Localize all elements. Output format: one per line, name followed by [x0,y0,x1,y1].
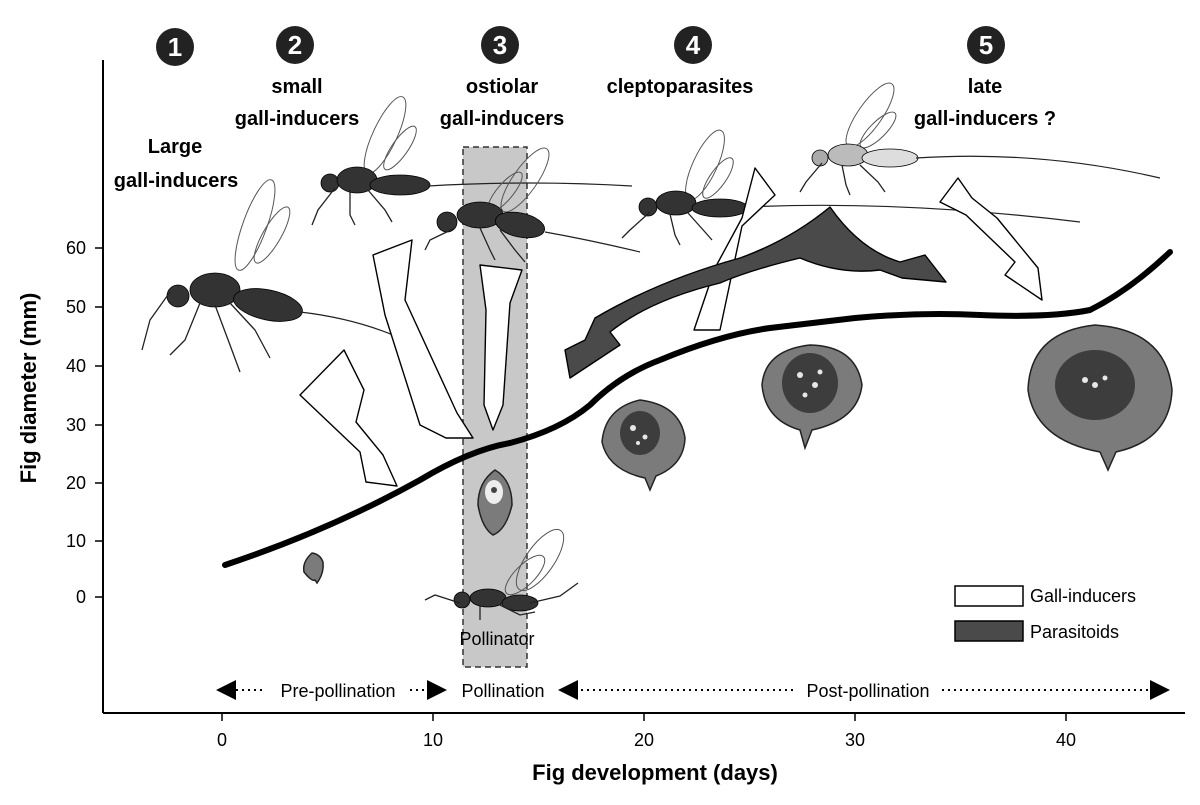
pollinator-wasp-icon [424,528,579,620]
svg-text:1: 1 [168,32,182,62]
fig-cross-section-5-icon [1027,324,1173,472]
pollination-label: Pollination [461,681,544,701]
y-tick-40: 40 [66,356,86,376]
fig-growth-curve [222,249,1173,568]
stage-1-label-line-1: Large [148,136,202,158]
gall-inducer-arrow-3-icon [479,264,523,431]
post-pollination-arrow [558,680,1170,700]
fig-cross-section-4-icon [761,344,863,451]
stage-2-label-line-1: small [271,76,322,98]
ostiolar-gall-inducer-wasp-icon [424,147,641,263]
x-axis-ticks: 0 10 20 30 40 [217,713,1076,750]
gall-inducer-arrow-1-icon [299,349,398,487]
stage-2-number: 2 [276,26,314,64]
stage-5-label-line-1: late [968,76,1002,98]
stage-3-number: 3 [481,26,519,64]
parasitoid-arrow-icon [564,206,947,379]
legend-parasitoids-swatch [954,620,1024,642]
y-tick-20: 20 [66,473,86,493]
pre-pollination-label: Pre-pollination [280,681,395,701]
post-pollination-label: Post-pollination [806,681,929,701]
stage-5-number: 5 [967,26,1005,64]
x-tick-40: 40 [1056,730,1076,750]
y-tick-60: 60 [66,238,86,258]
y-tick-0: 0 [76,587,86,607]
x-tick-30: 30 [845,730,865,750]
legend-parasitoids-label: Parasitoids [1030,622,1119,642]
x-axis-title: Fig development (days) [532,760,778,785]
stage-1-label-line-2: gall-inducers [114,170,238,192]
pre-pollination-arrow [216,680,447,700]
svg-text:3: 3 [493,30,507,60]
svg-text:5: 5 [979,30,993,60]
gall-inducer-arrow-2-icon [372,239,474,439]
small-gall-inducer-wasp-icon [311,96,633,226]
stage-4-number: 4 [674,26,712,64]
y-tick-30: 30 [66,415,86,435]
gall-inducer-arrow-4-icon [693,167,776,331]
late-gall-inducer-wasp-icon [799,82,1161,196]
pollinator-label: Pollinator [459,629,534,649]
fig-cross-section-1-icon [302,552,324,585]
stage-3-label-line-1: ostiolar [466,76,538,98]
gall-inducer-arrow-5-icon [939,177,1043,301]
x-tick-10: 10 [423,730,443,750]
legend-gall-inducers-label: Gall-inducers [1030,586,1136,606]
y-tick-10: 10 [66,531,86,551]
cleptoparasite-wasp-icon [621,129,1081,246]
stage-4-label: cleptoparasites [607,76,754,98]
stage-3-label-line-2: gall-inducers [440,108,564,130]
svg-text:4: 4 [686,30,701,60]
x-tick-0: 0 [217,730,227,750]
stage-5-label-line-2: gall-inducers ? [914,108,1056,130]
y-axis-title: Fig diameter (mm) [16,293,41,484]
y-tick-50: 50 [66,297,86,317]
stage-1-number: 1 [156,28,194,66]
x-tick-20: 20 [634,730,654,750]
fig-cross-section-3-icon [601,399,686,492]
fig-cross-section-2-icon [477,469,513,536]
legend-gall-inducers-swatch [954,585,1024,607]
svg-text:2: 2 [288,30,302,60]
legend: Gall-inducers Parasitoids [954,585,1136,642]
y-axis-ticks: 0 10 20 30 40 50 60 [66,238,103,607]
stage-2-label-line-2: gall-inducers [235,108,359,130]
